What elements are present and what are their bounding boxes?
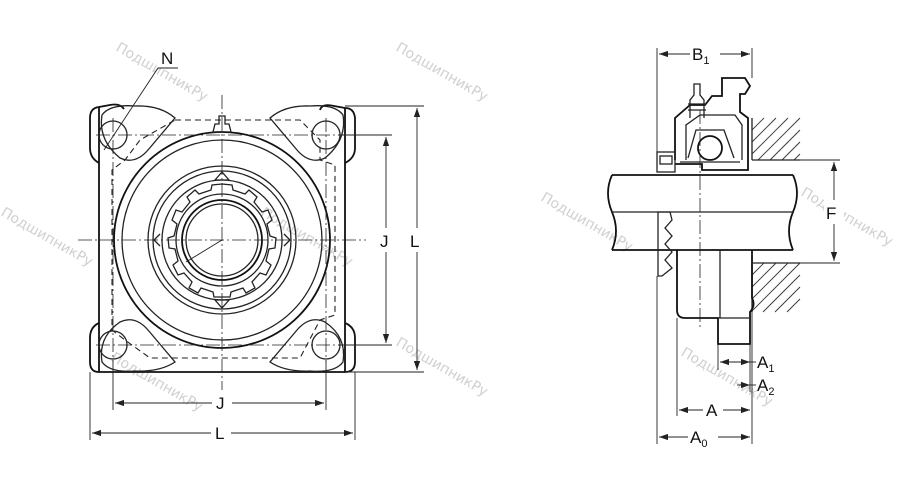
watermark-7: ПодшипникРу <box>108 350 205 415</box>
grease-fitting-side <box>689 83 705 118</box>
watermark-5: ПодшипникРу <box>538 190 635 255</box>
bolt-lobe-br <box>269 319 345 372</box>
label-L-horizontal: L <box>215 424 224 443</box>
mounting-wall-bottom <box>751 262 801 313</box>
label-A1: A1 <box>757 353 774 375</box>
locking-collar-side <box>656 151 676 173</box>
mounting-wall-top <box>751 117 801 161</box>
watermark-6: ПодшипникРу <box>798 185 895 250</box>
label-J-vertical: J <box>380 232 389 251</box>
collar-bottom <box>657 211 673 277</box>
watermark-3: ПодшипникРу <box>0 205 95 270</box>
label-J-horizontal: J <box>216 394 225 413</box>
label-B1: B1 <box>692 45 709 67</box>
label-A0: A0 <box>690 428 707 450</box>
hidden-flange-outline <box>111 119 336 359</box>
bolt-lobe-tl <box>100 105 176 161</box>
housing-bottom <box>676 250 755 345</box>
grease-fitting <box>212 115 232 133</box>
label-L-vertical: L <box>410 232 419 251</box>
watermark-2: ПодшипникРу <box>393 40 490 105</box>
bolt-lobe-tr <box>269 105 345 161</box>
housing-section-top <box>674 77 752 171</box>
label-F: F <box>826 204 836 223</box>
front-view: N J L J L <box>78 49 427 444</box>
label-A2: A2 <box>757 376 774 398</box>
shaft <box>607 174 798 251</box>
label-A: A <box>706 401 718 420</box>
watermark-8: ПодшипникРу <box>393 335 490 400</box>
bearing-ball <box>697 135 723 161</box>
label-N: N <box>161 49 173 68</box>
side-view: B1 F A1 A2 A A0 <box>607 40 844 450</box>
n-leader <box>103 67 178 151</box>
